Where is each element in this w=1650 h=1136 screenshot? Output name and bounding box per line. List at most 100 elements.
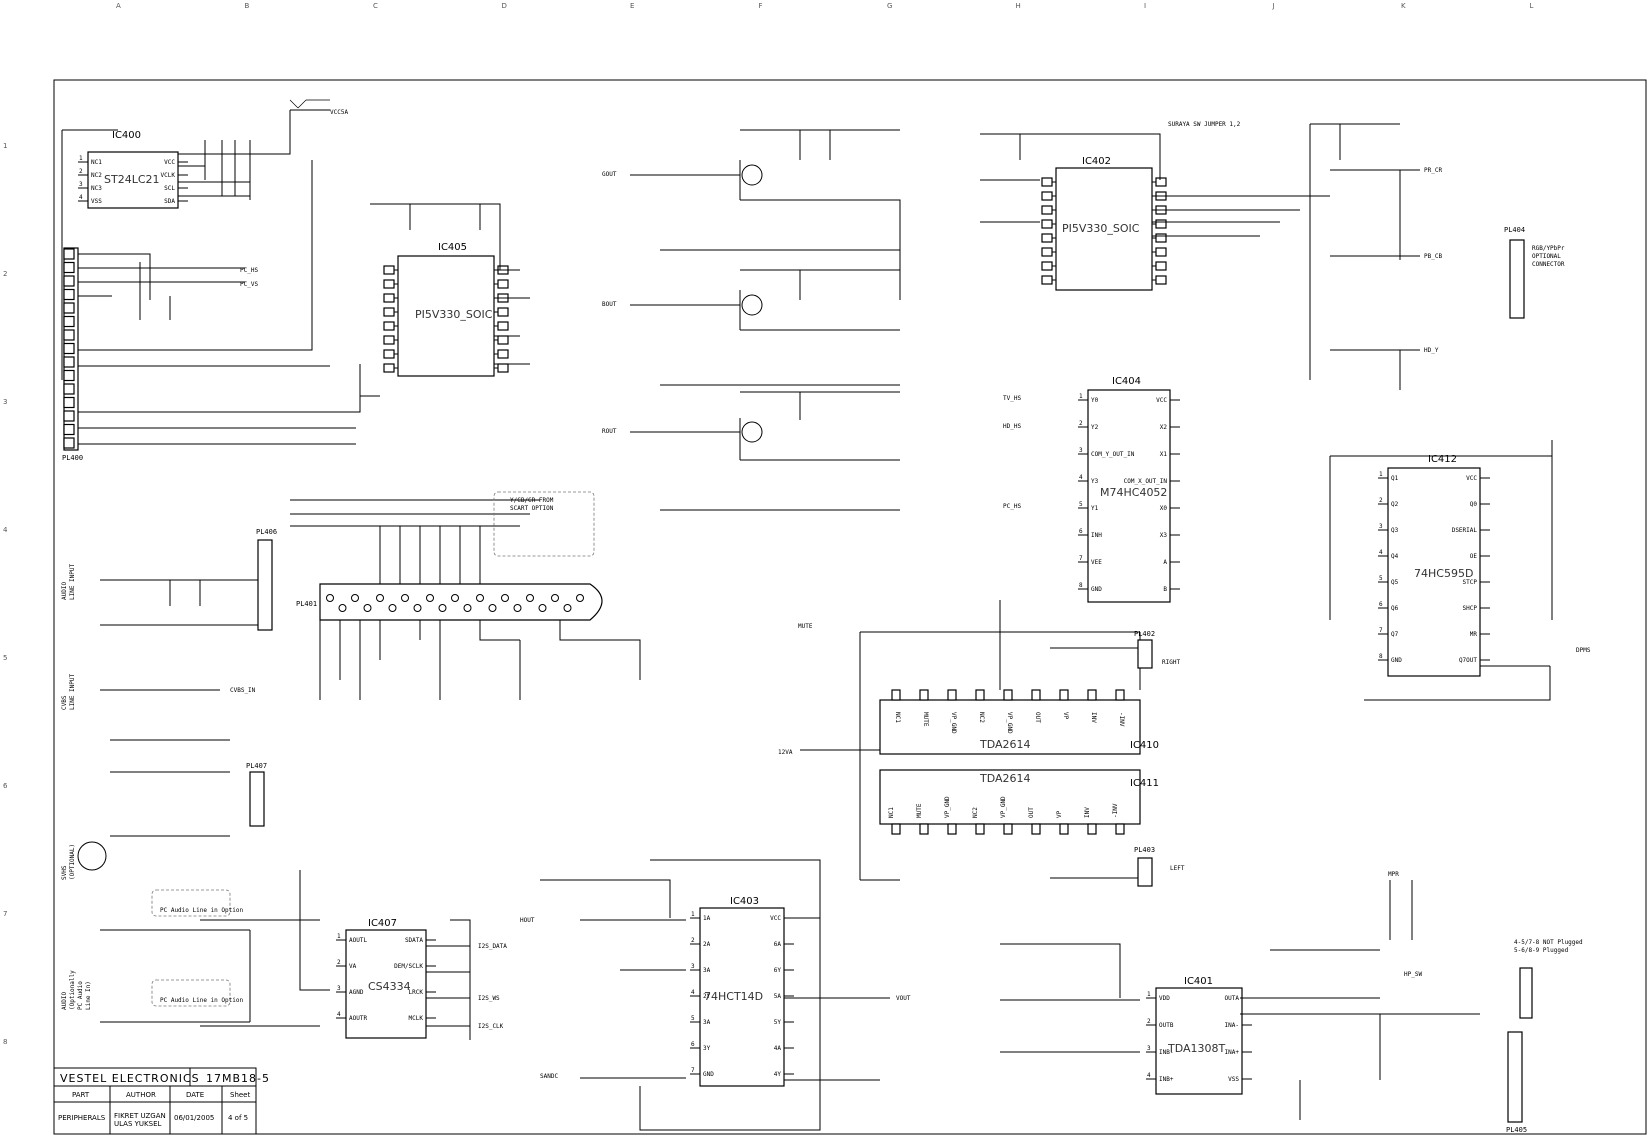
net-hd-y: HD_Y bbox=[1424, 347, 1439, 354]
tb-sheet-header: Sheet bbox=[230, 1091, 250, 1099]
ic410-pin bbox=[1059, 689, 1069, 701]
ic405-pin bbox=[383, 265, 395, 275]
scart-pin bbox=[538, 604, 547, 612]
ic404-pin-number: 8 bbox=[1079, 582, 1083, 589]
ic404-part: M74HC4052 bbox=[1100, 486, 1167, 499]
scart-pin bbox=[401, 594, 409, 602]
ic412-pin-label: Q7OUT bbox=[1459, 657, 1477, 664]
ic405-pin bbox=[383, 279, 395, 289]
ic412-pin-number: 3 bbox=[1379, 523, 1383, 530]
pl400-pin bbox=[63, 369, 75, 382]
ic400-pin-number: 2 bbox=[79, 168, 83, 175]
ic410-pin-label: VP_GND bbox=[950, 712, 957, 734]
video-driver-stage: GOUT BOUT ROUT bbox=[602, 129, 901, 511]
ic407-pin-label: DEM/SCLK bbox=[394, 963, 423, 970]
ic407-pin-number: 2 bbox=[337, 959, 341, 966]
pl400-ref: PL400 bbox=[62, 454, 83, 462]
ic412-pin-label: OE bbox=[1470, 553, 1478, 560]
label-audio-line-input: AUDIOLINE INPUT bbox=[61, 563, 76, 600]
ic404-pin-label: Y3 bbox=[1091, 478, 1099, 485]
ic402-pin bbox=[1041, 191, 1053, 201]
ic403-pin-label: GND bbox=[703, 1071, 714, 1078]
net-i2s-data: I2S_DATA bbox=[478, 943, 507, 950]
pl400-pin bbox=[63, 423, 75, 436]
grid-col-D: D bbox=[502, 2, 507, 10]
ic411-pin-label: NC2 bbox=[972, 807, 979, 818]
grid-col-I: I bbox=[1144, 2, 1146, 10]
ic411-ref: IC411 bbox=[1130, 778, 1159, 789]
ic400-block: IC400 ST24LC21 NC11NC22NC33VSS4VCCVCLKSC… bbox=[61, 99, 348, 380]
ic405-pin bbox=[497, 349, 509, 359]
ic401-block: IC401 TDA1308T VDD1OUTB2INB-3INB+4OUTAIN… bbox=[1000, 871, 1583, 1134]
ic410-pin bbox=[919, 689, 929, 701]
ic403-part: 74HCT14D bbox=[704, 990, 763, 1003]
tb-model: 17MB18-5 bbox=[206, 1072, 270, 1085]
grid-col-F: F bbox=[759, 2, 763, 10]
ic411-pin-label: -INV bbox=[1112, 803, 1119, 818]
ic403-pin-label: 4Y bbox=[774, 1071, 782, 1078]
scart-pin bbox=[338, 604, 347, 612]
ic402-pin bbox=[1041, 219, 1053, 229]
ic403-pin-label: VCC bbox=[770, 915, 781, 922]
ic412-pin-number: 1 bbox=[1379, 471, 1383, 478]
ic410-pin-label: NC1 bbox=[894, 712, 901, 723]
ic403-pin-label: 3Y bbox=[703, 1045, 711, 1052]
ic405-pin bbox=[383, 349, 395, 359]
ic401-pin-number: 4 bbox=[1147, 1072, 1151, 1079]
net-gout: GOUT bbox=[602, 171, 617, 178]
ic411-pin bbox=[1059, 823, 1069, 835]
ic411-pin-label: OUT bbox=[1028, 807, 1035, 818]
pl400-pin bbox=[63, 315, 75, 328]
grid-row-4: 4 bbox=[3, 526, 8, 534]
ic403-pin-label: 1A bbox=[703, 915, 711, 922]
net-hd-hs: HD_HS bbox=[1003, 423, 1021, 430]
ic411-pin bbox=[1031, 823, 1041, 835]
ic405-pin bbox=[383, 293, 395, 303]
ic403-ref: IC403 bbox=[730, 896, 759, 907]
ic404-pin-label: X3 bbox=[1160, 532, 1168, 539]
scart-pin bbox=[488, 604, 497, 612]
grid-col-B: B bbox=[245, 2, 250, 10]
ic401-pin-label: OUTB bbox=[1159, 1022, 1174, 1029]
net-dpms: DPMS bbox=[1576, 647, 1591, 654]
ic412-pin-label: MR bbox=[1470, 631, 1478, 638]
scart-pin bbox=[576, 594, 584, 602]
pl403-ref: PL403 bbox=[1134, 846, 1155, 854]
scart-pin bbox=[326, 594, 334, 602]
ic411-pin-label: NC1 bbox=[888, 807, 895, 818]
scart-pin bbox=[501, 594, 509, 602]
ic410-pin bbox=[891, 689, 901, 701]
ic407-pin-label: MCLK bbox=[409, 1015, 424, 1022]
pl400-pin bbox=[63, 288, 75, 301]
ic411-pin bbox=[1087, 823, 1097, 835]
ic410-pin bbox=[1031, 689, 1041, 701]
ic404-pin-label: VCC bbox=[1156, 397, 1167, 404]
ic404-block: IC404 M74HC4052 Y01Y22COM_Y_OUT_IN3Y34Y1… bbox=[1003, 376, 1180, 603]
ic404-pin-label: Y1 bbox=[1091, 505, 1099, 512]
ic401-pin-label: INA- bbox=[1225, 1022, 1239, 1029]
ic405-pin bbox=[497, 279, 509, 289]
ic400-pin-label: SDA bbox=[164, 198, 175, 205]
scart-pin bbox=[438, 604, 447, 612]
ic411-pin bbox=[947, 823, 957, 835]
ic405-ref: IC405 bbox=[438, 242, 467, 253]
net-left: LEFT bbox=[1170, 865, 1185, 872]
pl402-ref: PL402 bbox=[1134, 630, 1155, 638]
net-pb-cb: PB_CB bbox=[1424, 253, 1442, 260]
ic410-pin-label: MUTE bbox=[922, 712, 929, 727]
ic412-pin-label: Q7 bbox=[1391, 631, 1399, 638]
ic410-pin-label: VP_GND bbox=[1006, 712, 1013, 734]
pc-audio-option-1: PC Audio Line in Option bbox=[160, 907, 243, 914]
ic404-pin-label: COM_Y_OUT_IN bbox=[1091, 451, 1135, 458]
ic412-pin-label: Q1 bbox=[1391, 475, 1399, 482]
pl400-pin bbox=[63, 383, 75, 395]
label-svhs: SVHS(OPTIONAL) bbox=[61, 844, 76, 880]
ic412-pin-label: STCP bbox=[1463, 579, 1478, 586]
ic401-pin-number: 3 bbox=[1147, 1045, 1151, 1052]
ic403-pin-label: 2Y bbox=[703, 993, 711, 1000]
ic401-ref: IC401 bbox=[1184, 976, 1213, 987]
ic412-pin-number: 2 bbox=[1379, 497, 1383, 504]
pl404-ref: PL404 bbox=[1504, 226, 1525, 234]
